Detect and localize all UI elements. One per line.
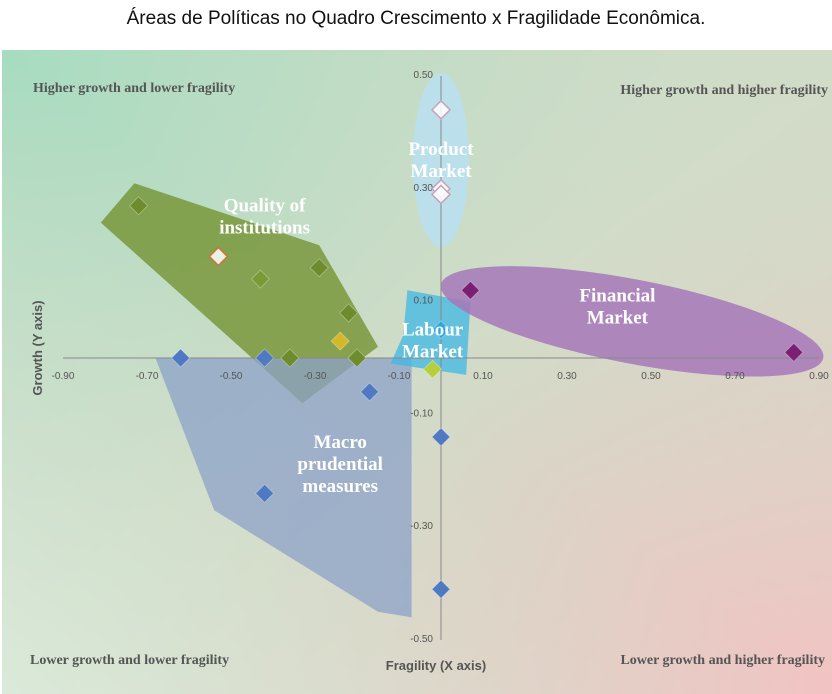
quadrant-label-bottom-left: Lower growth and lower fragility [30,653,229,668]
y-tick-label: 0.50 [414,70,434,81]
data-point [250,269,270,289]
y-tick-label: -0.30 [410,521,433,532]
data-point [460,280,480,300]
x-tick-label: 0.70 [725,371,745,382]
data-point [339,303,359,323]
x-tick-label: 0.50 [641,371,661,382]
quadrant-label-bottom-right: Lower growth and higher fragility [620,653,825,668]
y-tick-label: -0.10 [410,408,433,419]
axes: -0.90 -0.70 -0.50 -0.30 -0.10 0.10 0.30 0.50 0.7… [52,70,830,645]
data-point [208,246,229,267]
y-tick-label: -0.50 [410,634,433,645]
data-point [255,483,275,503]
y-axis-title: Growth (Y axis) [30,300,45,395]
data-point [347,348,367,368]
data-point [784,342,804,362]
region-macro-prudential-measures [155,358,412,618]
x-tick-label: 0.90 [809,371,829,382]
data-points [129,99,804,599]
region-quality-of-institutions [100,183,379,404]
quadrant-label-top-right: Higher growth and higher fragility [620,83,828,98]
y-tick-label: 0.30 [414,183,434,194]
region-labour-market [390,290,471,375]
data-point [431,427,451,447]
x-tick-label: -0.30 [304,371,327,382]
y-tick-label: 0.10 [414,296,434,307]
data-point [330,331,350,351]
data-point [129,196,149,216]
data-point [255,348,275,368]
x-axis-title: Fragility (X axis) [386,658,486,673]
data-point [280,348,300,368]
x-tick-label: 0.10 [473,371,493,382]
x-tick-label: -0.10 [388,371,411,382]
chart-title: Áreas de Políticas no Quadro Crescimento… [126,8,706,29]
group-regions [100,72,824,618]
data-point [430,99,452,120]
data-point [171,348,191,368]
x-tick-label: -0.70 [136,371,159,382]
region-financial-market [440,266,824,377]
data-point [360,382,380,402]
x-tick-label: -0.90 [52,371,75,382]
quadrant-label-top-left: Higher growth and lower fragility [33,81,235,96]
data-point [430,184,452,205]
data-point [309,258,329,278]
x-tick-label: 0.30 [557,371,577,382]
data-point [431,579,451,599]
x-tick-label: -0.50 [220,371,243,382]
data-point [431,320,451,340]
data-point [423,359,443,379]
